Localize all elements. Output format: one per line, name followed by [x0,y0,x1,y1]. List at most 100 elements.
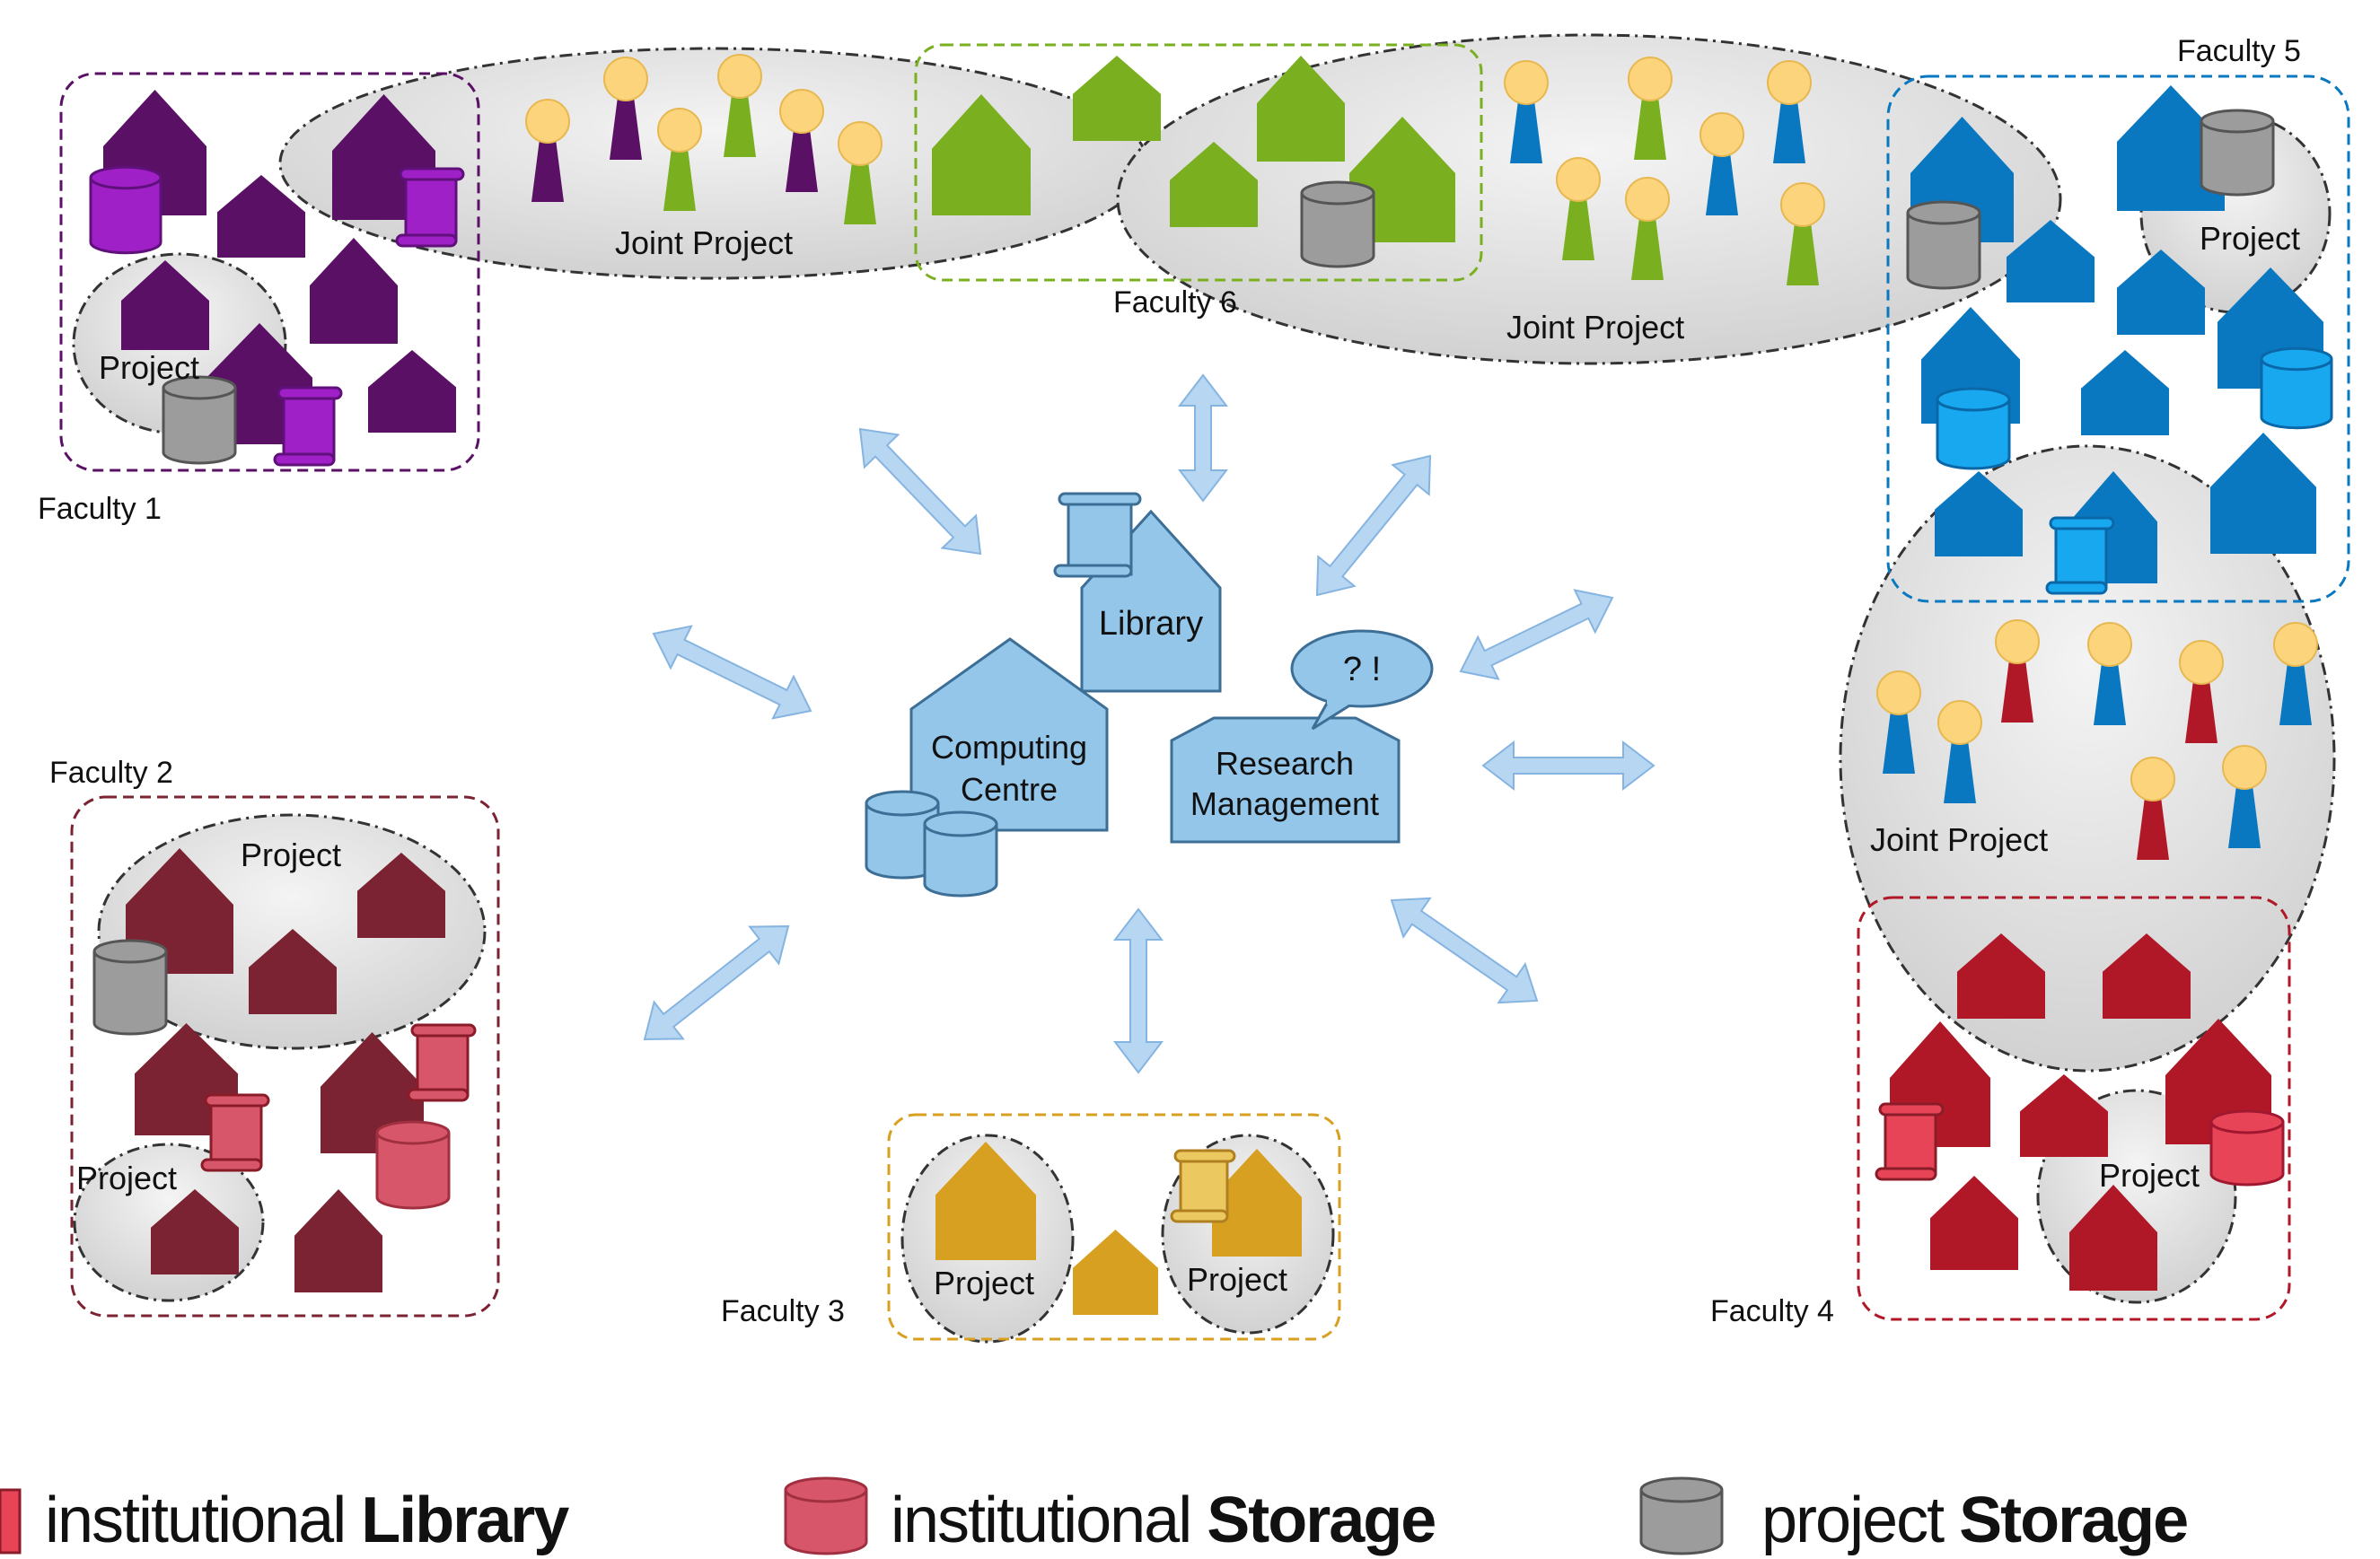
library-scroll-icon [407,1023,477,1102]
person-icon [779,89,824,192]
faculty-6-box [914,43,1483,282]
double-arrow-icon [1112,907,1164,1074]
person-icon [1699,112,1744,215]
library-scroll-icon [1170,1149,1236,1223]
person-icon [2130,757,2175,860]
project-storage-icon [92,939,168,1036]
building-icon [1212,1149,1302,1257]
project-label-f4: Project [2099,1157,2200,1194]
faculty-4-label: Faculty 4 [1710,1294,1834,1328]
faculty-2-label: Faculty 2 [49,756,173,790]
person-icon [2179,640,2224,743]
project-label-f1: Project [99,349,199,386]
faculty-3-label: Faculty 3 [721,1294,845,1328]
person-icon [717,54,762,157]
faculty-3-box [887,1113,1341,1341]
library-scroll-icon [200,1093,270,1172]
project-label-f2b: Project [76,1160,177,1196]
faculty-6-label: Faculty 6 [1113,285,1237,320]
double-arrow-icon [1481,740,1655,792]
building-icon [310,238,398,344]
building-icon [357,853,445,938]
person-icon [1937,700,1982,803]
double-arrow-icon [1390,897,1539,1004]
person-icon [2087,622,2132,725]
building-icon [2007,220,2095,302]
project-label-f3a: Project [934,1265,1034,1301]
project-label-f2a: Project [241,836,341,873]
building-icon [249,929,337,1014]
building-icon [935,1142,1036,1260]
double-arrow-icon [643,924,790,1041]
person-icon [1876,670,1921,774]
library-scroll-icon [273,386,343,467]
research-management-house [1170,716,1401,844]
double-arrow-icon [652,625,812,720]
institutional-storage-icon [2209,1109,2285,1187]
person-icon [838,121,883,224]
legend-institutional-storage-icon [784,1476,868,1555]
speech-bubble-icon [1290,629,1434,731]
building-icon [2081,350,2169,435]
joint-project-label-4-5: Joint Project [1870,821,2048,858]
building-icon [1073,1230,1158,1315]
building-icon [1957,933,2045,1019]
building-icon [1930,1176,2018,1270]
research-management-label-line1: Research [1216,745,1354,782]
institutional-storage-icon [2260,346,2333,430]
legend-project-storage-text: project Storage [1761,1485,2187,1556]
computing-centre-label-line2: Centre [961,771,1058,808]
person-icon [2222,745,2267,848]
building-icon [2117,85,2225,211]
legend-institutional-storage-text: institutional Storage [891,1485,1435,1556]
library-scroll-icon [1053,492,1142,578]
person-icon [1556,157,1601,260]
faculty-2-box [70,795,500,1318]
building-icon [1257,56,1345,162]
library-label: Library [1099,605,1203,643]
building-icon [1170,142,1258,227]
computing-centre-house [909,637,1109,832]
faculty-5-box [1886,74,2350,603]
faculty-4-box [1857,896,2291,1321]
building-icon [2210,433,2316,554]
project-storage-icon [1906,200,1981,290]
institutional-storage-icon [1936,387,2011,470]
double-arrow-icon [858,427,982,556]
project-label-f5: Project [2200,220,2300,257]
person-icon [1995,619,2040,723]
library-scroll-icon [2045,516,2115,595]
building-icon [294,1189,382,1292]
building-icon [2103,933,2191,1019]
legend-library-icon [0,1488,22,1555]
research-management-label-line2: Management [1190,785,1379,822]
joint-project-label-1-6: Joint Project [615,224,793,261]
person-icon [2273,622,2318,725]
person-icon [1780,182,1825,285]
building-icon [217,175,305,258]
speech-bubble-text: ? ! [1343,651,1381,688]
building-icon [1073,56,1161,141]
person-icon [1504,60,1549,163]
building-icon [151,1189,239,1274]
project-storage-icon [162,375,237,465]
legend-library-text: institutional Library [45,1485,569,1556]
person-icon [1628,57,1673,160]
library-scroll-icon [395,167,465,248]
project-storage-icon [1300,180,1375,268]
double-arrow-icon [1177,373,1229,503]
library-scroll-icon [1875,1102,1945,1181]
legend: institutional Library institutional Stor… [0,1476,2189,1556]
building-icon [121,260,209,350]
building-icon [2020,1074,2108,1157]
person-icon [1767,60,1812,163]
person-icon [1625,177,1670,280]
person-icon [603,57,648,160]
computing-centre-label-line1: Computing [931,729,1087,766]
building-icon [932,94,1031,215]
double-arrow-icon [1315,454,1432,597]
building-icon [1349,117,1455,242]
legend-project-storage-icon [1639,1476,1724,1555]
project-label-f3b: Project [1187,1261,1287,1298]
faculty-5-label: Faculty 5 [2177,34,2301,68]
